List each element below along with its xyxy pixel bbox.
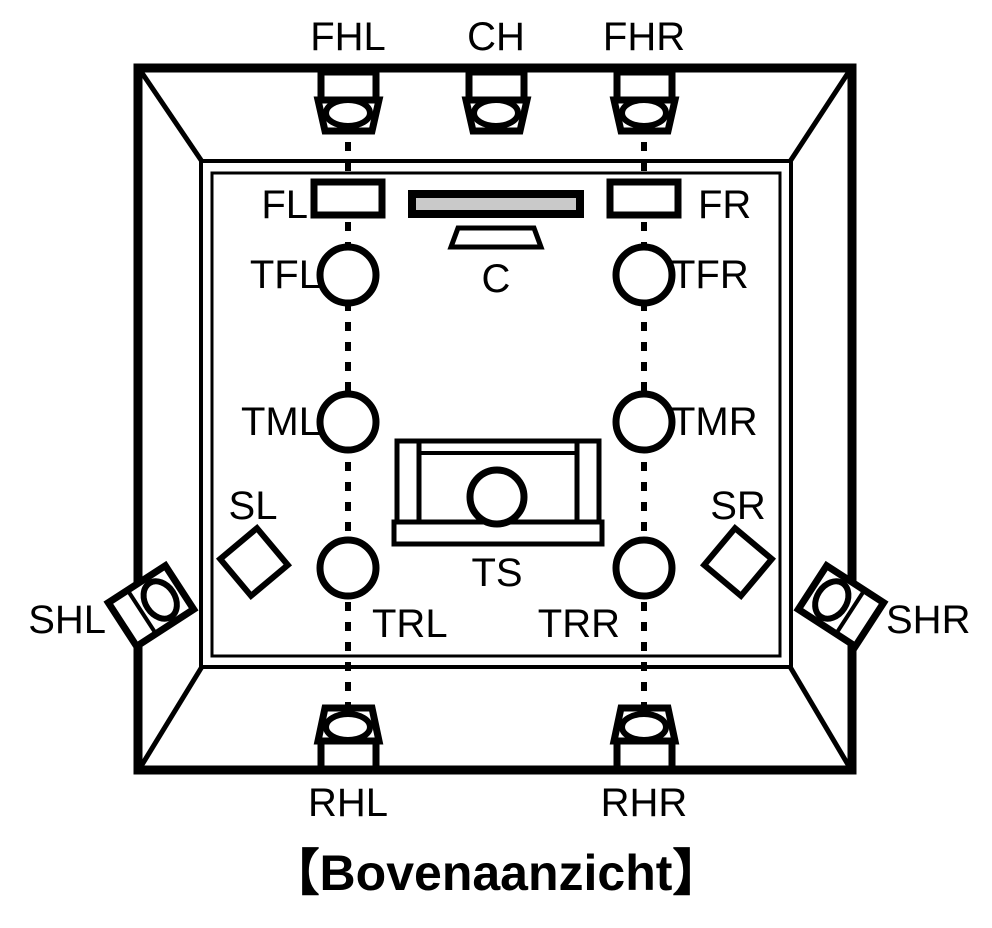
ts-label: TS [471, 551, 522, 595]
speaker-shr[interactable] [793, 560, 889, 652]
trr-body [612, 536, 676, 600]
rhr-label: RHR [601, 781, 688, 825]
speaker-c[interactable]: C [447, 225, 545, 301]
c-body [447, 225, 545, 250]
sr-label: SR [710, 484, 766, 528]
trr-label: TRR [538, 602, 620, 646]
inner-floor-outer-edge [199, 159, 793, 669]
speaker-rhl[interactable]: RHL [308, 704, 388, 825]
c-label: C [482, 257, 511, 301]
fhr-driver-icon [619, 97, 669, 129]
rhr-driver-icon [619, 711, 669, 743]
speaker-trl[interactable]: TRL [316, 536, 448, 646]
trl-body [316, 536, 380, 600]
corner-diagonal-top-left [137, 68, 206, 165]
speaker-fr[interactable]: FR [606, 178, 751, 227]
speaker-tfl[interactable]: TFL [250, 243, 380, 307]
ts-armrest-left [394, 438, 422, 525]
shr-divider [835, 590, 865, 634]
rhl-mount [317, 737, 380, 773]
rhl-driver-icon [323, 711, 373, 743]
diagram-caption: 【Bovenaanzicht】 [270, 845, 723, 901]
shr-driver-icon [812, 578, 852, 622]
speaker-tmr[interactable]: TMR [612, 390, 758, 454]
speaker-sl[interactable]: SL [215, 484, 293, 601]
speaker-tml[interactable]: TML [241, 390, 380, 454]
tml-label: TML [241, 400, 321, 444]
speaker-fl[interactable]: FL [261, 178, 386, 227]
rhl-label: RHL [308, 781, 388, 825]
rhr-mount [613, 737, 676, 773]
fhl-driver-icon [323, 97, 373, 129]
speaker-tfr[interactable]: TFR [612, 243, 749, 307]
tfr-label: TFR [671, 253, 749, 297]
display-screen [408, 190, 584, 218]
ch-driver-icon [471, 97, 521, 129]
tml-body [316, 390, 380, 454]
speaker-ch[interactable]: CH [461, 15, 532, 135]
shl-divider [127, 590, 157, 634]
corner-diagonal-top-right [786, 68, 853, 165]
inner-floor-inner-edge [210, 171, 782, 658]
speaker-sr[interactable]: SR [699, 484, 777, 601]
speaker-trr[interactable]: TRR [538, 536, 676, 646]
shr-label: SHR [886, 598, 970, 642]
fr-label: FR [698, 183, 751, 227]
speaker-rhr[interactable]: RHR [601, 704, 688, 825]
speaker-fhl[interactable]: FHL [310, 15, 386, 135]
fl-body [310, 178, 386, 219]
tmr-label: TMR [671, 400, 758, 444]
tfl-label: TFL [250, 253, 321, 297]
sr-body [699, 523, 777, 601]
fhl-label: FHL [310, 15, 386, 59]
fhr-label: FHR [603, 15, 685, 59]
tmr-body [612, 390, 676, 454]
shl-driver-icon [140, 578, 180, 622]
speaker-fhr[interactable]: FHR [603, 15, 685, 135]
sl-body [215, 523, 293, 601]
fl-label: FL [261, 183, 308, 227]
outer-wall [133, 63, 857, 775]
ch-mount [465, 68, 528, 104]
trl-label: TRL [372, 602, 448, 646]
ch-label: CH [467, 15, 525, 59]
shl-label: SHL [28, 598, 106, 642]
tfr-body [612, 243, 676, 307]
tfl-body [316, 243, 380, 307]
ts-armrest-right [574, 438, 602, 525]
screen-bar [408, 190, 584, 218]
speaker-shl[interactable] [103, 560, 199, 652]
listening-seat-ts: TS [391, 438, 605, 595]
ts-listener-head [466, 466, 528, 528]
fhr-mount [613, 68, 676, 104]
corner-diagonal-bottom-left [137, 663, 206, 770]
fr-body [606, 178, 682, 219]
corner-diagonal-bottom-right [786, 663, 853, 770]
sl-label: SL [229, 484, 278, 528]
fhl-mount [317, 68, 380, 104]
room-outline [133, 63, 857, 775]
